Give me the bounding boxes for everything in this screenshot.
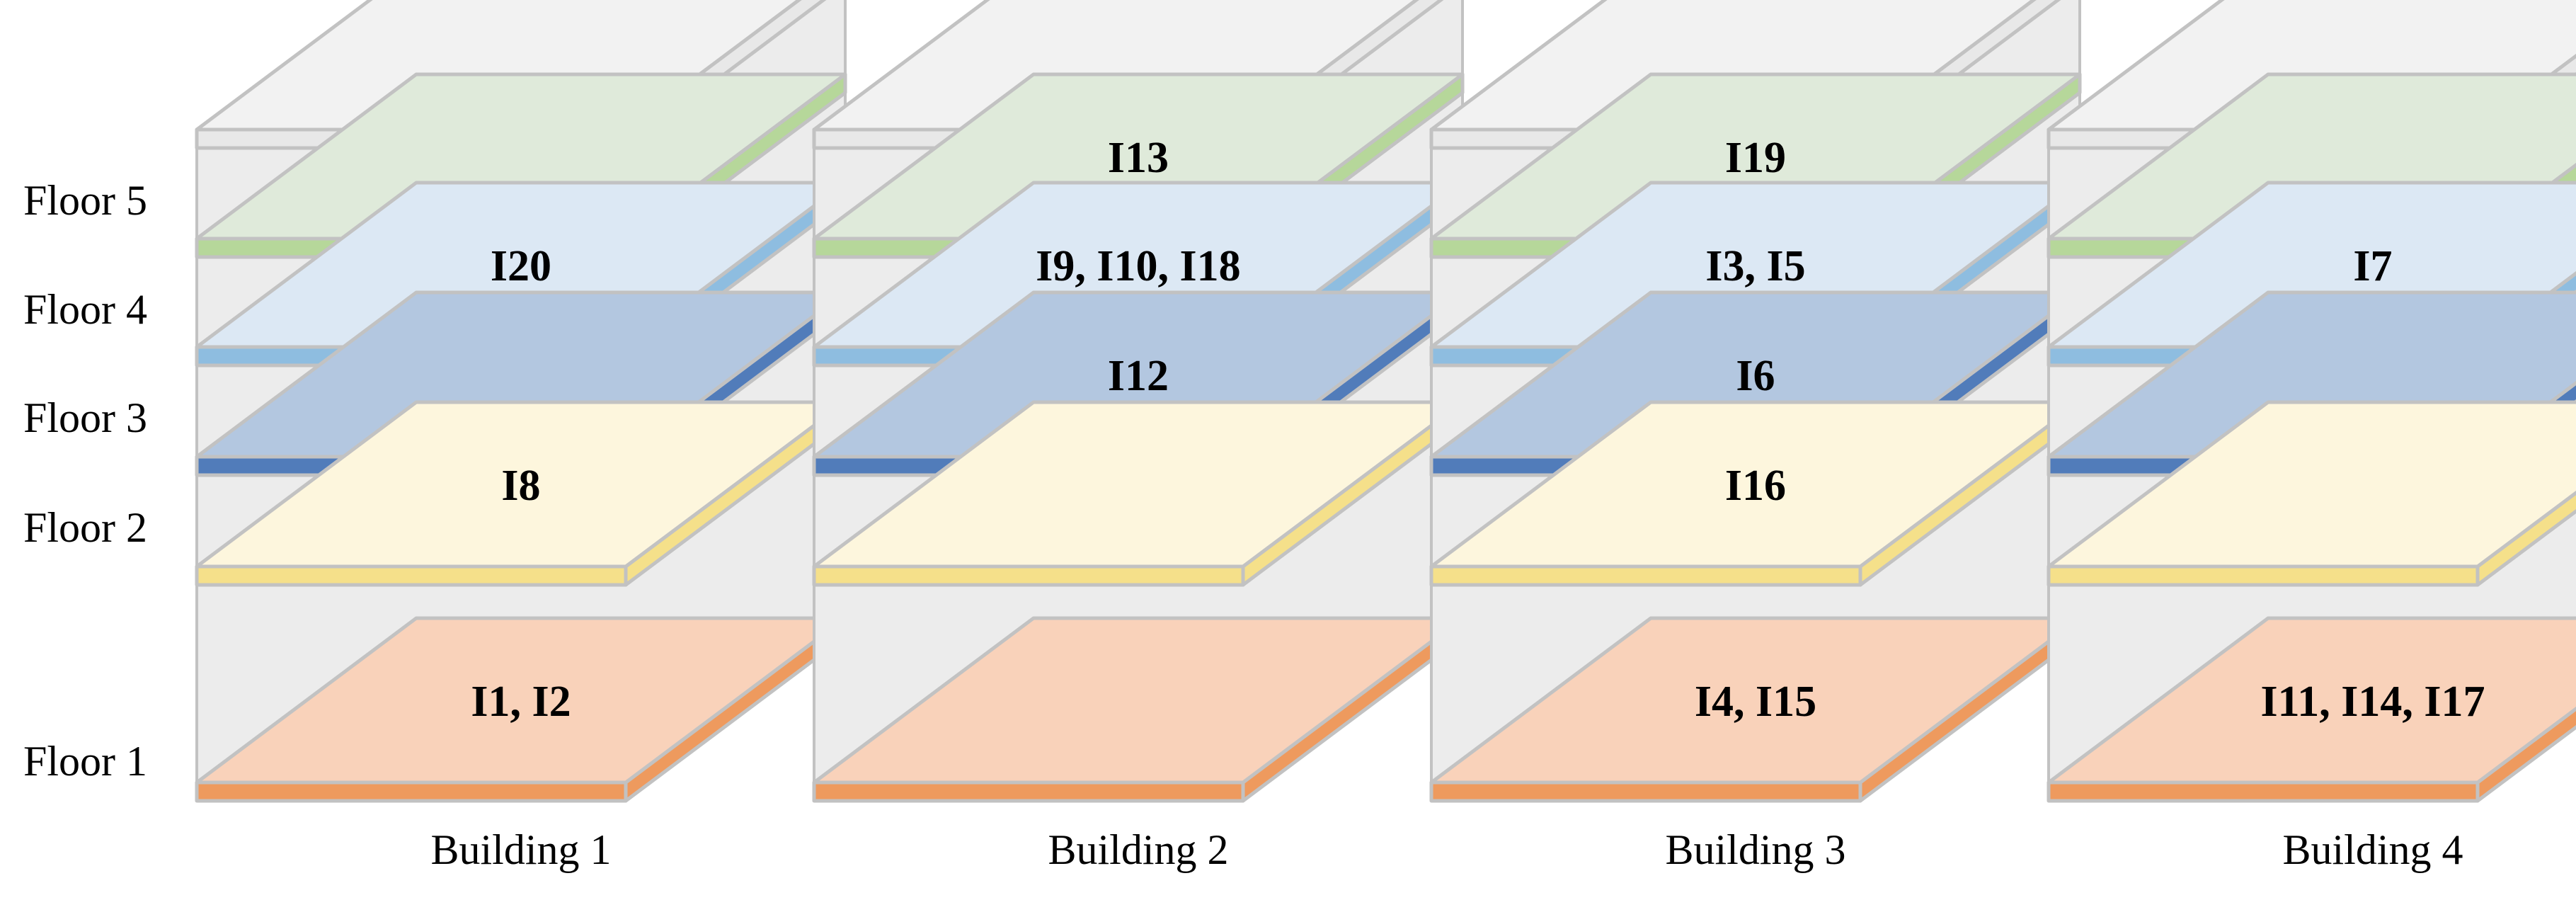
building-1-floor-1-items: I1, I2 bbox=[471, 678, 571, 726]
building-3-floor-4-items: I3, I5 bbox=[1705, 242, 1805, 290]
building-4-floor-2-slab-top-face bbox=[2047, 400, 2576, 569]
building-1-floor-2-slab-front-face bbox=[195, 564, 628, 587]
building-4-floor-1-items: I11, I14, I17 bbox=[2261, 678, 2485, 726]
building-4-floor-1-slab-front-face bbox=[2047, 780, 2480, 803]
building-3-floor-2-items: I16 bbox=[1725, 462, 1786, 510]
building-2-floor-3-items: I12 bbox=[1108, 352, 1169, 400]
building-4-floor-1-slab-top-face bbox=[2047, 616, 2576, 785]
floor-axis-label-1: Floor 1 bbox=[23, 738, 148, 785]
building-4-floor-4-items: I7 bbox=[2353, 242, 2392, 290]
building-2-floor-1-slab-front-face bbox=[812, 780, 1245, 803]
building-1-caption: Building 1 bbox=[430, 826, 612, 873]
building-2-caption: Building 2 bbox=[1048, 826, 1229, 873]
floor-axis-label-3: Floor 3 bbox=[23, 394, 148, 441]
building-4-caption: Building 4 bbox=[2282, 826, 2463, 873]
building-3-floor-5-items: I19 bbox=[1725, 134, 1786, 182]
building-1-floor-2-items: I8 bbox=[501, 462, 540, 510]
building-3-floor-1-items: I4, I15 bbox=[1695, 678, 1816, 726]
building-2-floor-2-slab-front-face bbox=[812, 564, 1245, 587]
building-2-floor-5-items: I13 bbox=[1108, 134, 1169, 182]
building-4-floor-2-slab-front-face bbox=[2047, 564, 2480, 587]
building-1-floor-4-items: I20 bbox=[491, 242, 551, 290]
floor-axis-label-5: Floor 5 bbox=[23, 177, 148, 224]
building-3-caption: Building 3 bbox=[1665, 826, 1846, 873]
building-2-floor-4-items: I9, I10, I18 bbox=[1036, 242, 1240, 290]
floor-axis-label-2: Floor 2 bbox=[23, 504, 148, 551]
building-3-floor-3-items: I6 bbox=[1736, 352, 1775, 400]
building-3-floor-2-slab-front-face bbox=[1429, 564, 1862, 587]
building-1-floor-1-slab-front-face bbox=[195, 780, 628, 803]
building-3-floor-1-slab-front-face bbox=[1429, 780, 1862, 803]
floor-axis-label-4: Floor 4 bbox=[23, 286, 148, 333]
